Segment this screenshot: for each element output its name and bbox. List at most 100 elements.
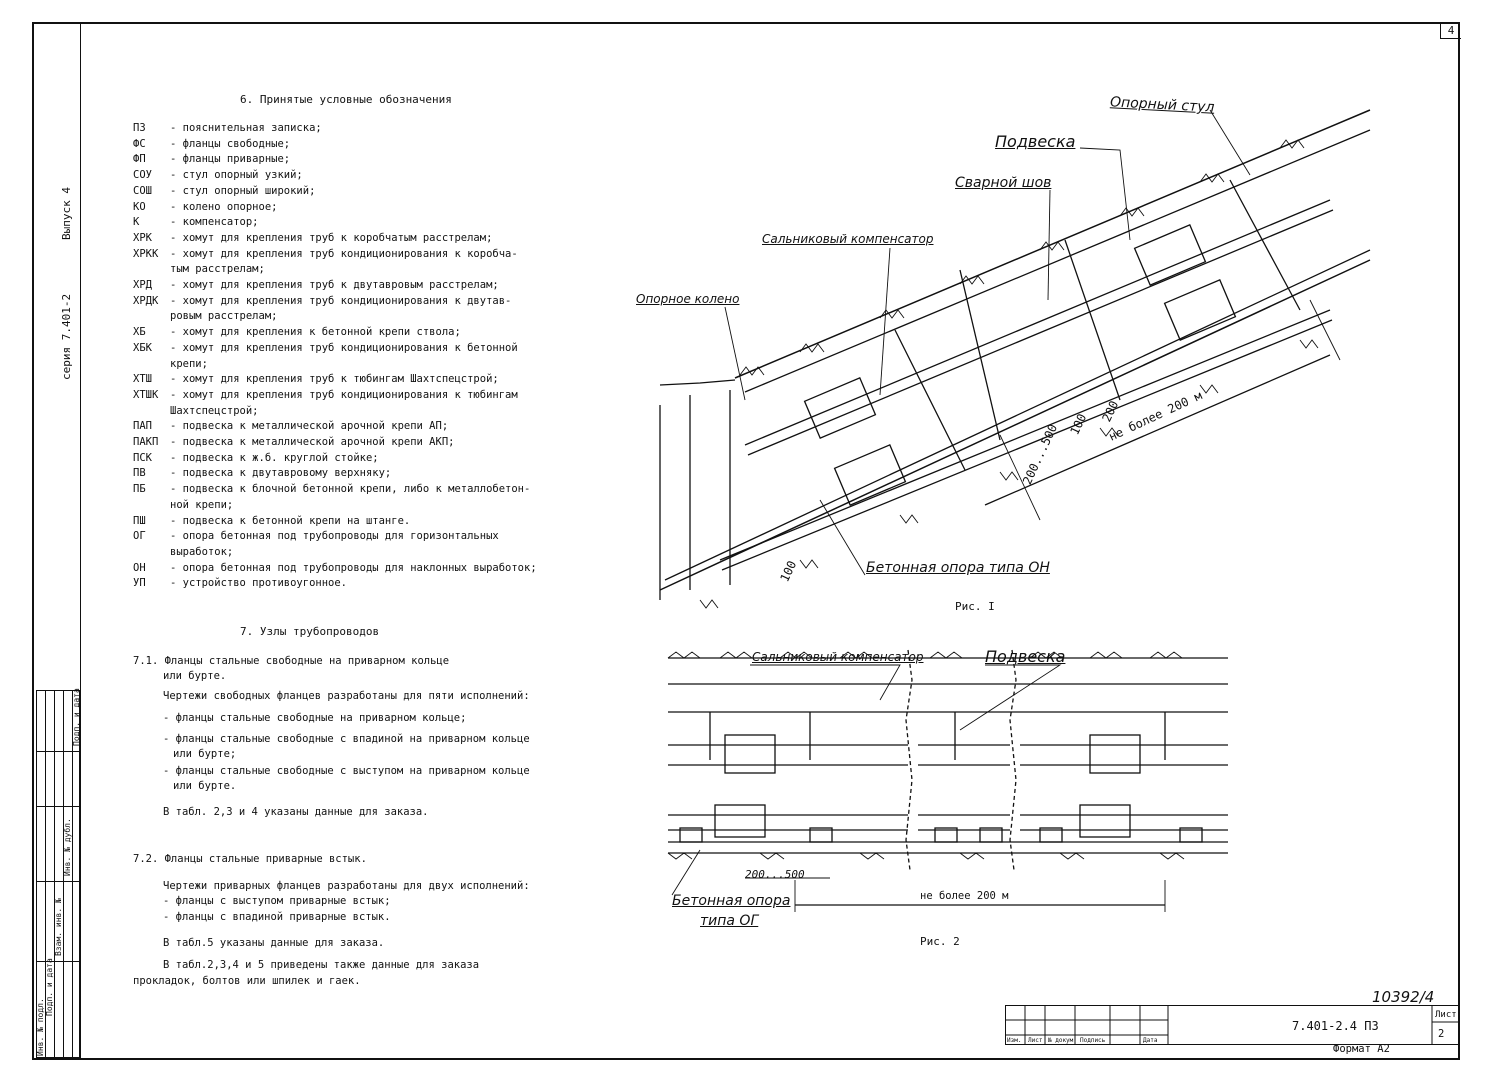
abbreviation-code: КО [133,200,146,213]
p71-line: или бурте; [173,748,237,760]
fig1-hanger-label: Подвеска [995,132,1076,151]
abbreviation-text: тым расстрелам; [170,263,265,276]
p72-line: прокладок, болтов или шпилек и гаек. [133,975,361,987]
abbreviation-text: - фланцы свободные; [170,137,291,150]
abbreviation-text: - хомут для крепления труб кондициониров… [170,247,518,260]
p71-line: - фланцы стальные свободные с впадиной н… [163,733,530,745]
p71-line: Чертежи свободных фланцев разработаны дл… [163,690,530,702]
abbreviation-code: ХБ [133,326,146,339]
p72-line: - фланцы с выступом приварные встык; [163,895,391,907]
abbreviation-code: К [133,216,140,229]
fig1-weld-label: Сварной шов [955,175,1052,191]
abbreviation-text: - стул опорный узкий; [170,169,303,182]
fig2-concrete-og-label: Бетонная опора [672,893,791,909]
abbreviation-code: ХРДК [133,294,159,307]
abbreviation-text: - подвеска к металлической арочной крепи… [170,436,455,448]
abbreviation-code: ПВ [133,467,146,480]
p72-line: - фланцы с впадиной приварные встык. [163,911,391,923]
abbreviation-text: - хомут для крепления к бетонной крепи с… [170,326,461,339]
p71-line: или бурте. [163,670,227,682]
tb-col-doc: № докум. [1048,1037,1077,1044]
abbreviation-text: - подвеска к бетонной крепи на штанге. [170,514,411,527]
tb-col-sign: Подпись [1080,1037,1106,1044]
abbreviation-code: СОУ [133,169,152,182]
abbreviation-code: ФС [133,137,146,150]
p72-line: В табл.2,3,4 и 5 приведены также данные … [163,959,480,971]
drawing-frame [32,22,1460,1060]
abbreviation-text: - хомут для крепления труб кондициониров… [170,341,518,354]
abbreviation-text: - устройство противоугонное. [170,577,348,590]
fig2-gland-comp-label: Сальниковый компенсатор [752,650,924,664]
abbreviation-text: - фланцы приварные; [170,153,291,166]
abbreviation-code: ПСК [133,451,152,464]
fig1-concrete-on-label: Бетонная опора типа ОН [866,560,1050,576]
abbreviation-text: - компенсатор; [170,216,259,229]
fig2-concrete-og-label: типа ОГ [700,913,759,929]
fig2-dim-max: не более 200 м [920,890,1009,902]
fig1-support-knee-label: Опорное колено [636,292,740,306]
handwritten-number: 10392/4 [1372,988,1435,1006]
p71-line: - фланцы стальные свободные на приварном… [163,712,467,724]
format-label: Формат А2 [1333,1043,1390,1055]
section7-title: 7. Узлы трубопроводов [240,625,380,638]
abbreviation-code: ПАП [133,420,152,433]
abbreviation-text: - подвеска к металлической арочной крепи… [170,420,449,433]
abbreviation-code: ФП [133,153,146,166]
abbreviation-text: - пояснительная записка; [170,122,322,134]
abbreviation-code: ХТШК [133,388,159,401]
abbreviation-code: ХБК [133,341,152,354]
fig1-gland-comp-label: Сальниковый компенсатор [762,232,934,246]
abbreviation-code: ХРК [133,231,152,244]
abbreviation-code: ОГ [133,530,146,543]
sheet-value: 2 [1438,1028,1445,1040]
abbreviation-text: - подвеска к двутавровому верхняку; [170,467,392,480]
tb-col-date: Дата [1143,1037,1158,1044]
abbreviation-text: выработок; [170,545,234,558]
fig2-hanger-label: Подвеска [985,647,1066,666]
abbreviation-code: ПШ [133,514,146,527]
abbreviation-code: ХТШ [133,373,152,386]
abbreviation-code: СОШ [133,184,152,197]
abbreviation-code: ПБ [133,483,146,496]
tb-col-izm: Изм. [1007,1037,1022,1044]
abbreviation-code: ОН [133,561,146,574]
abbreviation-text: ной крепи; [170,498,234,511]
sheet-label: Лист [1435,1010,1457,1020]
tb-col-list: Лист [1028,1037,1043,1044]
fig1-caption: Рис. I [955,600,995,613]
p72-line: Чертежи приварных фланцев разработаны дл… [163,880,530,892]
abbreviation-code: ХРД [133,279,152,291]
abbreviation-text: - хомут для крепления труб кондициониров… [170,294,512,307]
abbreviation-text: - подвеска к блочной бетонной крепи, либ… [170,483,531,496]
abbreviation-text: - опора бетонная под трубопроводы для на… [170,561,537,574]
abbreviation-text: ровым расстрелам; [170,310,278,323]
p71-line: 7.1. Фланцы стальные свободные на привар… [133,655,450,667]
doc-code: 7.401-2.4 ПЗ [1292,1019,1379,1033]
abbreviation-code: УП [133,577,146,590]
abbreviation-text: - стул опорный широкий; [170,184,316,197]
side-stamp: Инв. № подл. Подп. и дата Взам. инв. № И… [36,688,81,1058]
p72-line: 7.2. Фланцы стальные приварные встык. [133,853,367,865]
abbreviation-text: - подвеска к ж.б. круглой стойке; [170,451,379,464]
p71-line: В табл. 2,3 и 4 указаны данные для заказ… [163,806,429,818]
section6-title: 6. Принятые условные обозначения [240,93,452,106]
fig2-caption: Рис. 2 [920,935,960,948]
p71-line: или бурте. [173,780,237,792]
abbreviation-text: - колено опорное; [170,200,278,213]
p71-line: - фланцы стальные свободные с выступом н… [163,765,530,777]
abbreviation-text: - хомут для крепления труб кондициониров… [170,388,518,401]
title-block [1005,1005,1460,1045]
abbreviation-text: - хомут для крепления труб к тюбингам Ша… [170,373,499,386]
abbreviation-text: - хомут для крепления труб к коробчатым … [170,231,493,244]
abbreviation-text: - хомут для крепления труб к двутавровым… [170,279,499,291]
fig2-dim-200-500: 200...500 [745,868,805,881]
abbreviation-code: ПЗ [133,122,146,134]
abbreviation-code: ПАКП [133,436,159,448]
p72-line: В табл.5 указаны данные для заказа. [163,937,385,949]
abbreviation-code: ХРКК [133,247,159,260]
abbreviation-text: Шахтспецстрой; [170,404,259,417]
abbreviation-text: крепи; [170,357,208,370]
sheet-number: 4 [1440,24,1461,39]
abbreviation-text: - опора бетонная под трубопроводы для го… [170,530,499,543]
